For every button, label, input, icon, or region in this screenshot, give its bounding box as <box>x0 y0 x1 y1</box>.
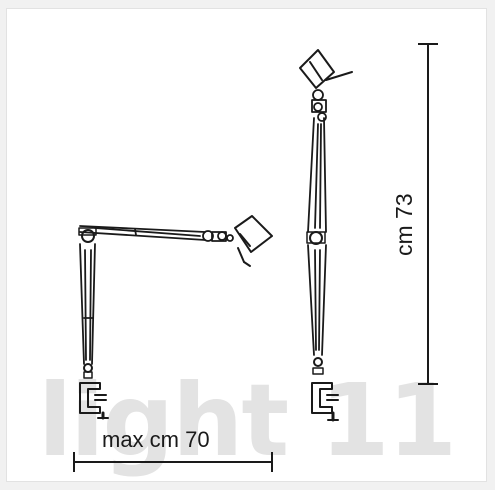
lower-arm-left <box>79 243 96 365</box>
width-label: max cm 70 <box>102 427 210 452</box>
lamp-folded <box>299 49 353 422</box>
elbow-joint-right <box>309 231 323 245</box>
upper-arm-right <box>307 117 327 233</box>
elbow-joint-left <box>81 229 95 243</box>
lamp-head-left <box>234 215 273 267</box>
watermark-logo: light 11 <box>38 362 455 479</box>
width-dimension <box>73 452 273 472</box>
height-label: cm 73 <box>391 193 417 256</box>
head-joint-left <box>202 230 234 242</box>
lamp-head-right <box>299 49 353 89</box>
clamp-right <box>311 382 339 422</box>
lower-arm-right <box>307 244 327 356</box>
upper-arm-left <box>79 225 206 241</box>
clamp-left <box>79 382 109 420</box>
lamp-extended <box>78 215 273 420</box>
base-joint-right <box>313 357 323 367</box>
head-joint-right <box>311 89 327 122</box>
height-dimension <box>418 43 438 385</box>
